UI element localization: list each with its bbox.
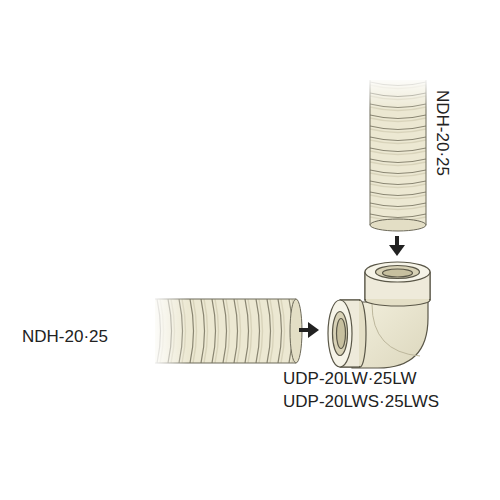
elbow-fitting: [328, 262, 430, 368]
fitting-model-label: UDP-20LWS·25LWS: [283, 392, 439, 412]
vertical-hose: [360, 76, 436, 231]
insert-arrow: [299, 322, 319, 338]
hose-model-label: NDH-20·25: [22, 327, 108, 347]
horizontal-hose: [150, 295, 302, 367]
fitting-model-label: UDP-20LW·25LW: [283, 369, 417, 389]
hose-model-label: NDH-20·25: [432, 90, 452, 176]
insert-arrow: [389, 236, 405, 256]
